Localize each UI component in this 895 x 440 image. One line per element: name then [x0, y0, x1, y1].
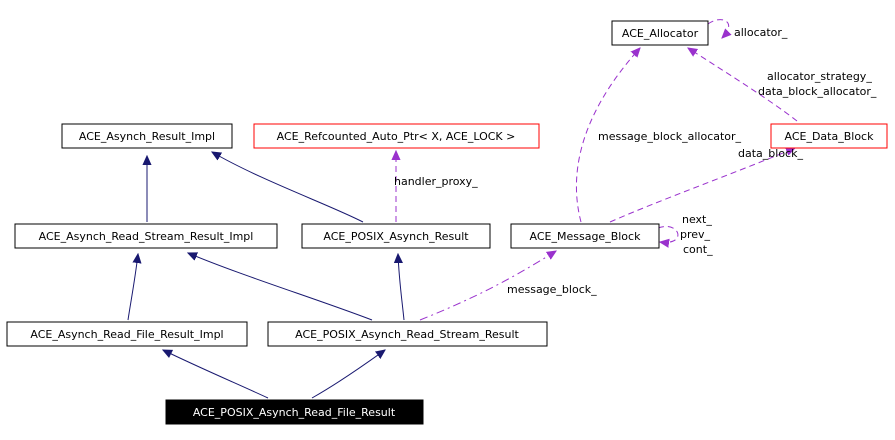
- node-label-read-stream-impl: ACE_Asynch_Read_Stream_Result_Impl: [39, 230, 254, 243]
- usage-edges: [396, 19, 798, 321]
- edge-label-message-block: message_block_: [507, 283, 597, 296]
- node-refcounted-ptr[interactable]: ACE_Refcounted_Auto_Ptr< X, ACE_LOCK >: [253, 123, 540, 149]
- edge-posix-read-file-to-posix-read-stream: [311, 350, 385, 399]
- edge-posix-read-file-to-read-file-impl: [163, 350, 269, 399]
- node-label-read-file-impl: ACE_Asynch_Read_File_Result_Impl: [30, 328, 223, 341]
- node-label-message-block: ACE_Message_Block: [530, 230, 642, 243]
- edge-label-prev: prev_: [680, 228, 711, 241]
- node-label-posix-async-result: ACE_POSIX_Asynch_Result: [323, 230, 469, 243]
- node-read-stream-impl[interactable]: ACE_Asynch_Read_Stream_Result_Impl: [14, 223, 278, 249]
- node-label-posix-read-file: ACE_POSIX_Asynch_Read_File_Result: [193, 406, 396, 419]
- node-read-file-impl[interactable]: ACE_Asynch_Read_File_Result_Impl: [6, 321, 248, 347]
- node-data-block[interactable]: ACE_Data_Block: [770, 123, 888, 149]
- node-label-posix-read-stream: ACE_POSIX_Asynch_Read_Stream_Result: [295, 328, 519, 341]
- edge-posix-read-stream-to-message-block: [419, 251, 556, 321]
- edge-label-allocator-strategy: allocator_strategy_: [767, 70, 872, 83]
- node-label-allocator: ACE_Allocator: [622, 27, 699, 40]
- edge-labels: allocator_ allocator_strategy_ data_bloc…: [394, 26, 877, 296]
- edge-label-next: next_: [682, 213, 712, 226]
- edge-label-handler-proxy: handler_proxy_: [394, 175, 478, 188]
- edge-message-block-self: [657, 226, 679, 242]
- edge-data-block-to-allocator: [688, 48, 798, 122]
- edge-posix-read-stream-to-posix-result: [398, 254, 405, 321]
- edge-label-message-block-allocator: message_block_allocator_: [598, 130, 742, 143]
- edge-label-data-block-allocator: data_block_allocator_: [758, 85, 877, 98]
- edge-label-cont: cont_: [683, 243, 713, 256]
- edge-posix-read-stream-to-read-stream-impl: [188, 253, 373, 321]
- edge-message-block-to-data-block: [609, 148, 795, 223]
- edge-posix-result-to-result-impl: [212, 152, 364, 223]
- edge-allocator-self: [707, 19, 729, 38]
- node-posix-read-file[interactable]: ACE_POSIX_Asynch_Read_File_Result: [165, 399, 424, 425]
- node-label-refcounted-ptr: ACE_Refcounted_Auto_Ptr< X, ACE_LOCK >: [277, 130, 516, 143]
- node-allocator[interactable]: ACE_Allocator: [611, 20, 709, 46]
- node-posix-read-stream[interactable]: ACE_POSIX_Asynch_Read_Stream_Result: [267, 321, 548, 347]
- edge-label-data-block: data_block_: [738, 147, 803, 160]
- edge-label-allocator-self: allocator_: [734, 26, 788, 39]
- node-message-block[interactable]: ACE_Message_Block: [510, 223, 660, 249]
- node-posix-async-result[interactable]: ACE_POSIX_Asynch_Result: [301, 223, 491, 249]
- node-async-result-impl[interactable]: ACE_Asynch_Result_Impl: [61, 123, 233, 149]
- node-label-data-block: ACE_Data_Block: [785, 130, 875, 143]
- inheritance-edges: [127, 152, 405, 399]
- node-label-async-result-impl: ACE_Asynch_Result_Impl: [79, 130, 215, 143]
- edge-read-file-impl-to-read-stream-impl: [127, 254, 138, 321]
